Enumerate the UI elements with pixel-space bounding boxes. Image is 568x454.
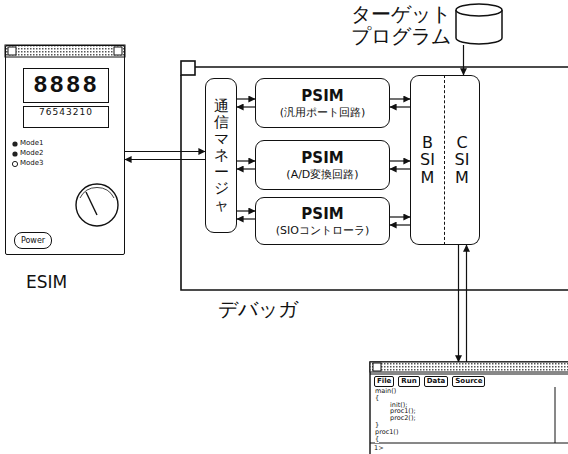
panel-zoom-icon [114, 47, 122, 55]
led-row: 76543210 [23, 106, 109, 128]
signal-arrow [125, 159, 205, 160]
module-name: PSIM [301, 149, 343, 168]
signal-arrow [237, 106, 255, 107]
bsim-box: BSIM [410, 75, 445, 245]
power-button: Power [14, 232, 52, 249]
module-subtitle: (A/D変換回路) [286, 168, 358, 182]
signal-arrow [390, 98, 410, 99]
debugger-caption: デバッガ [218, 298, 298, 320]
mode-label: Mode2 [20, 150, 44, 158]
panel-title-bar [5, 45, 125, 57]
code-line: proc2(); [390, 415, 416, 422]
signal-arrow [237, 218, 255, 219]
meter-needle [86, 192, 97, 215]
seven-segment-display: 8888 [23, 68, 109, 103]
cylinder-outline [455, 3, 503, 45]
signal-arrow [390, 106, 410, 107]
code-line: { [375, 395, 379, 402]
signal-arrow [458, 245, 459, 362]
menu-button: Data [424, 376, 449, 387]
mode-label: Mode3 [20, 160, 44, 168]
node-label: 76543210 [39, 107, 93, 118]
psim-box: PSIM(SIOコントローラ) [255, 197, 390, 245]
node-label: 通信マネージャ [214, 98, 229, 214]
psim-box: PSIM(A/D変換回路) [255, 140, 390, 190]
comm-manager-box: 通信マネージャ [205, 78, 237, 233]
node-label: 8888 [33, 72, 99, 99]
prompt: 1> [374, 445, 384, 452]
signal-arrow [237, 98, 255, 99]
module-name: PSIM [301, 87, 343, 106]
debugger-title-bar [370, 362, 568, 372]
node-label: CSIM [454, 134, 470, 187]
module-subtitle: (SIOコントローラ) [276, 224, 369, 238]
node-label: BSIM [420, 134, 436, 187]
signal-arrow [237, 168, 255, 169]
meter-gauge [76, 184, 118, 226]
debugger-window-ground [370, 362, 568, 454]
signal-arrow [237, 160, 255, 161]
menu-button: Run [398, 376, 419, 387]
csim-box: CSIM [445, 75, 480, 245]
node-label: Power [21, 236, 45, 245]
menu-button: Source [452, 376, 485, 387]
signal-arrow [125, 151, 205, 152]
mode-radio [12, 151, 17, 156]
node-label: ESIM [26, 272, 67, 292]
signal-arrow [390, 224, 410, 225]
panel-close-icon [8, 47, 16, 55]
node-label: ターゲット プログラム [339, 3, 451, 47]
menu-button: File [374, 376, 394, 387]
debugger-close-icon [373, 363, 381, 371]
signal-arrow [463, 45, 464, 75]
signal-arrow [390, 160, 410, 161]
module-name: PSIM [301, 205, 343, 224]
cylinder-top [456, 4, 502, 16]
signal-arrow [237, 210, 255, 211]
code-line: { [375, 436, 379, 443]
mode-label: Mode1 [20, 140, 44, 148]
program-store-cylinder: ターゲット プログラム [455, 3, 503, 45]
debugger-window: FileRunDataSourcemain(){init();proc1();p… [370, 362, 568, 454]
signal-arrow [390, 216, 410, 217]
module-subtitle: (汎用ポート回路) [280, 106, 366, 120]
signal-arrow [466, 245, 467, 362]
meter-scale [80, 187, 114, 198]
psim-box: PSIM(汎用ポート回路) [255, 78, 390, 128]
frame-corner-square [181, 61, 195, 75]
mode-radio [12, 141, 17, 146]
debugger-separator [370, 374, 568, 443]
system-frame [181, 67, 568, 290]
signal-arrow [390, 168, 410, 169]
mode-radio [12, 161, 17, 166]
